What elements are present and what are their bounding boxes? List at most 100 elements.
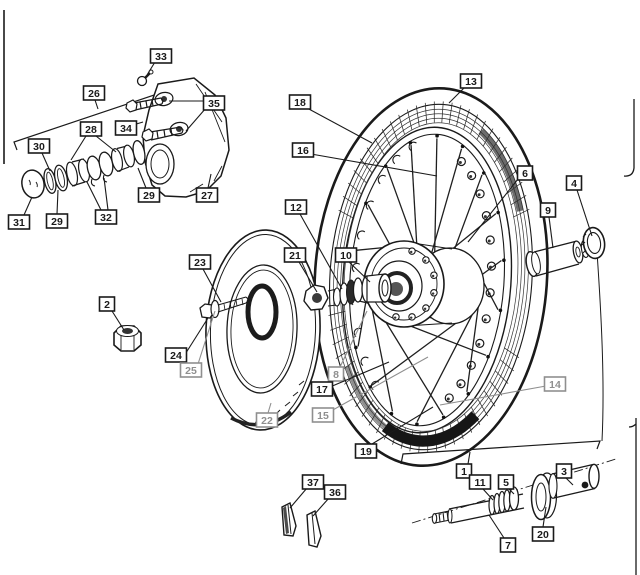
leader-line [576, 189, 593, 237]
tire-hatch-tick [476, 120, 486, 140]
spacer-flange-inner [531, 251, 541, 275]
part-label-17: 17 [310, 361, 390, 397]
tire-hatch-tick [328, 310, 346, 316]
label-box [149, 48, 173, 64]
label-number: 2 [104, 299, 110, 311]
part-label-33: 33 [146, 48, 173, 76]
label-number: 36 [329, 487, 341, 499]
axle-shaft-step [447, 508, 453, 524]
part-label-21: 21 [283, 247, 318, 293]
tire-hatch-tick [338, 209, 355, 219]
tire-hatch-tick [470, 114, 479, 134]
label-box [455, 463, 473, 479]
label-number: 14 [549, 379, 561, 391]
tire-hatch-tick [494, 370, 509, 384]
tire-hatch-tick [463, 109, 470, 130]
label-box [179, 362, 203, 378]
rim-outer-edge [341, 126, 513, 434]
adjuster-collar-face [332, 287, 342, 307]
end-nut-face [586, 232, 602, 254]
part-labels: 1234567891011121314151617181920212223242… [7, 48, 593, 553]
label-number: 37 [307, 477, 319, 489]
label-number: 16 [297, 145, 309, 157]
part-label-13: 13 [448, 73, 483, 104]
leader-line [207, 173, 212, 189]
leader-line [548, 216, 554, 249]
tire-dark-band-top [478, 128, 524, 212]
tire-hatch-tick [513, 208, 530, 218]
label-box [98, 296, 116, 312]
label-number: 12 [290, 202, 302, 214]
tire-hatch-tick [456, 105, 462, 126]
bearing-bore [381, 279, 389, 297]
spoke-nipple [415, 422, 419, 426]
disc-center-bore [245, 283, 279, 341]
spoke [386, 167, 416, 247]
hub-bolt-hole-shadow [431, 274, 435, 278]
disc-outer-edge [205, 229, 321, 431]
label-box [311, 407, 335, 423]
label-box [27, 138, 51, 154]
rim-hole-shadow [477, 193, 481, 197]
hub-bolt-hole-shadow [423, 259, 427, 262]
part-label-3: 3 [555, 463, 574, 486]
hub-spacer-parts [303, 273, 392, 311]
spoke-nipple [364, 201, 368, 206]
tire-hatch-tick [407, 109, 413, 130]
label-box [539, 202, 557, 218]
axle-stub-end [431, 513, 438, 524]
label-box [468, 474, 492, 490]
tire-hatch-tick [398, 114, 405, 135]
label-number: 33 [155, 51, 167, 63]
spacer-tube [533, 240, 580, 277]
part-label-14: 14 [439, 376, 567, 406]
label-number: 29 [51, 216, 63, 228]
part-label-2: 2 [98, 296, 125, 331]
label-box [310, 381, 334, 397]
label-box [497, 474, 515, 490]
label-box [516, 165, 534, 181]
leader-line [137, 167, 147, 189]
part-label-19: 19 [354, 406, 434, 459]
part-label-7: 7 [488, 514, 517, 553]
mount-bolt-1-head [125, 99, 138, 113]
leader-line [439, 385, 547, 406]
bolt-shaft [217, 296, 250, 313]
brake-pads [281, 501, 322, 548]
rim-hole-shadow [487, 239, 491, 243]
label-number: 32 [100, 212, 112, 224]
spoke-nipple [486, 354, 490, 359]
spoke-nipple [435, 134, 439, 138]
spoke-nipple-hook [377, 174, 387, 185]
part-label-23: 23 [188, 254, 222, 303]
seal-ring-1-inner [46, 171, 54, 191]
label-box [114, 120, 138, 136]
label-box [45, 213, 69, 229]
rim-hole-shadow [483, 318, 487, 322]
label-box [459, 73, 483, 89]
leader-line [299, 213, 343, 290]
leader-line [56, 189, 59, 215]
disc-edge-shading [254, 380, 305, 425]
label-number: 19 [360, 446, 372, 458]
leader-line [185, 107, 207, 132]
part-label-11: 11 [468, 474, 494, 501]
spoke [416, 304, 478, 422]
brake-pad-37-lining [283, 506, 289, 534]
label-box [291, 142, 315, 158]
part-label-22: 22 [255, 402, 279, 428]
tire-hatch-tick [374, 137, 385, 155]
tire-dark-band-bottom-left [345, 364, 387, 429]
part-label-29: 29 [45, 189, 69, 229]
label-box [565, 175, 583, 191]
label-number: 3 [561, 466, 567, 478]
label-number: 1 [461, 466, 467, 478]
tire-hatch-tick [415, 105, 420, 127]
bolt-washer [210, 299, 220, 319]
leader-line [312, 497, 330, 517]
disc-carrier-inner [230, 269, 294, 389]
label-number: 24 [170, 350, 182, 362]
leader-line [467, 451, 471, 465]
spoke-nipple-hook [356, 230, 366, 240]
